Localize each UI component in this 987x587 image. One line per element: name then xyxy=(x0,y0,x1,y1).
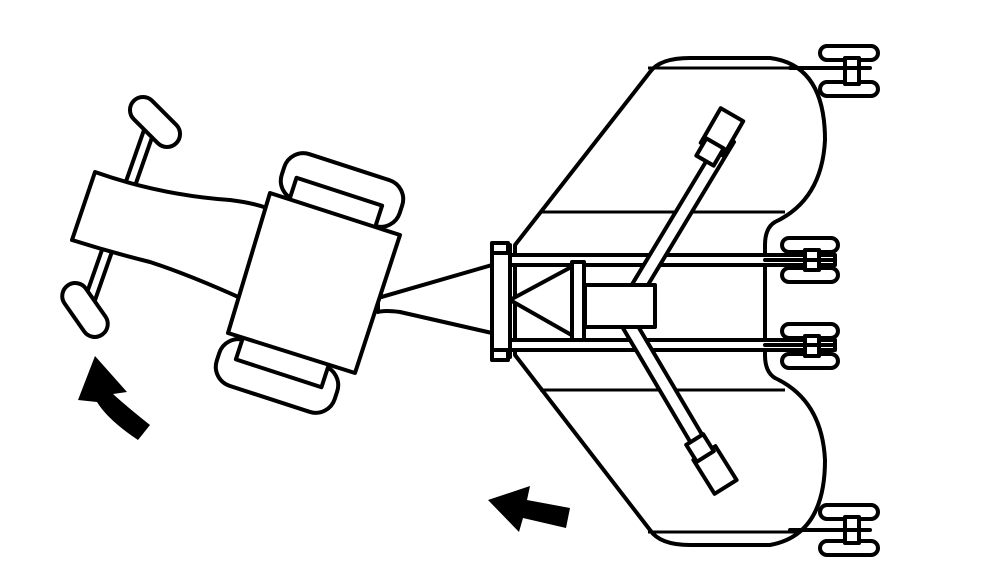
hitch-pin-bottom xyxy=(490,348,510,362)
tractor-cab xyxy=(226,191,402,375)
turn-arrow-icon xyxy=(78,356,150,440)
tractor xyxy=(60,94,406,415)
drawbar xyxy=(376,263,494,335)
hitch-pin-top xyxy=(490,241,510,255)
caster-wheel-bottom xyxy=(788,503,880,557)
caster-wheel-top xyxy=(788,44,880,98)
front-wheel-bottom xyxy=(60,281,110,339)
direction-arrow-icon xyxy=(488,486,570,532)
caster-wheel-mid-lower xyxy=(763,322,840,370)
mower xyxy=(490,44,880,557)
hitch-bar xyxy=(490,243,512,359)
front-wheel-top xyxy=(127,94,183,150)
caster-wheel-mid-upper xyxy=(763,236,840,284)
gearbox xyxy=(583,283,657,329)
blade-beam-lower xyxy=(615,309,739,496)
a-frame-crossbar xyxy=(570,260,586,342)
